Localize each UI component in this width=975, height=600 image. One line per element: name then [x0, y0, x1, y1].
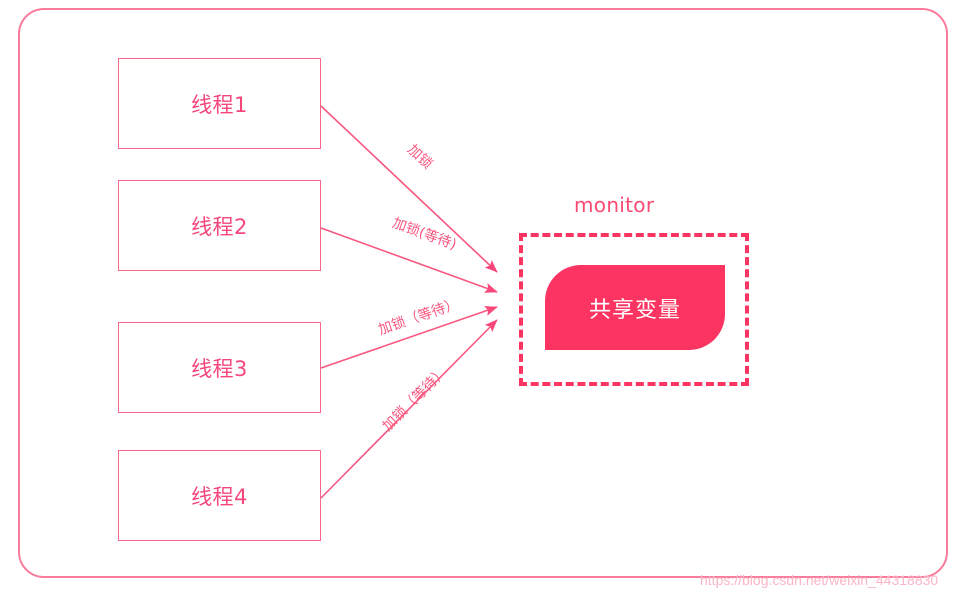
thread-label-2: 线程2 — [191, 214, 248, 239]
thread-box-4: 线程4 — [118, 450, 321, 541]
monitor-title: monitor — [574, 193, 655, 217]
watermark: https://blog.csdn.net/weixin_44318830 — [700, 572, 939, 588]
shared-variable-label: 共享变量 — [588, 297, 681, 323]
thread-box-3: 线程3 — [118, 322, 321, 413]
outer-frame — [18, 8, 948, 578]
thread-label-4: 线程4 — [191, 484, 248, 509]
thread-label-3: 线程3 — [191, 356, 248, 381]
thread-box-2: 线程2 — [118, 180, 321, 271]
shared-variable-block: 共享变量 — [545, 265, 725, 350]
thread-label-1: 线程1 — [191, 92, 248, 117]
thread-box-1: 线程1 — [118, 58, 321, 149]
monitor-boundary — [519, 233, 749, 386]
